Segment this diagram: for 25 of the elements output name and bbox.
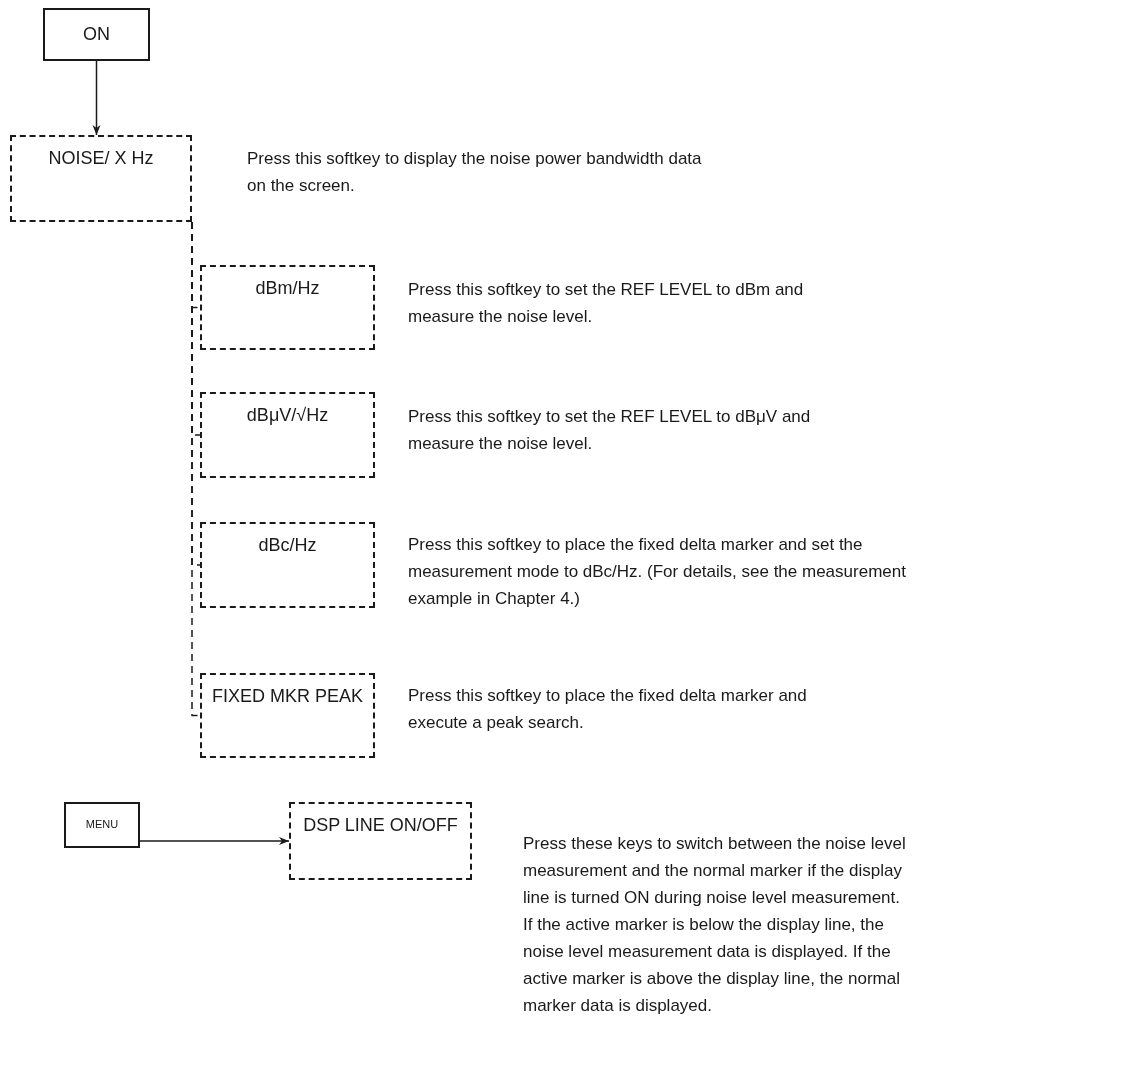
softkey-box [289,802,472,880]
softkey-box [10,135,192,222]
softkey-box [200,265,375,350]
description-text: Press this softkey to place the fixed delta marker and execute a peak search. [408,685,808,734]
description-text: Press this softkey to place the fixed delta marker and set the measurement mode to dBc/Hz. (For details, see the measurement example in Chapter 4.) [408,534,907,610]
key-label: FIXED MKR PEAK [211,685,364,708]
description-text: Press this softkey to set the REF LEVEL to dBμV and measure the noise level. [408,406,812,455]
key-label: ON [82,22,111,46]
key-label: dBm/Hz [254,277,321,300]
key-label: NOISE/ X Hz [47,147,155,170]
dashed-connector [191,221,201,717]
key-label: dBμV/√Hz [245,404,330,427]
key-box [43,8,150,61]
softkey-box [200,522,375,608]
key-label: MENU [84,817,120,833]
softkey-box [200,392,375,478]
key-label: DSP LINE ON/OFF [302,814,459,837]
description-text: Press this softkey to set the REF LEVEL to dBm and measure the noise level. [408,279,805,328]
arrow [139,837,290,845]
description-text: Press this softkey to display the noise power bandwidth data on the screen. [247,148,703,197]
description-text: Press these keys to switch between the noise level measurement and the normal marker if the display line is turned ON during noise level measurement. If the active marker is below the display line, the noise level measurement data is displayed. If the active marker is above the display line, the normal marker data is displayed. [523,833,907,1017]
key-box [64,802,140,848]
softkey-box [200,673,375,758]
key-label: dBc/Hz [257,534,318,557]
arrow [92,60,101,136]
